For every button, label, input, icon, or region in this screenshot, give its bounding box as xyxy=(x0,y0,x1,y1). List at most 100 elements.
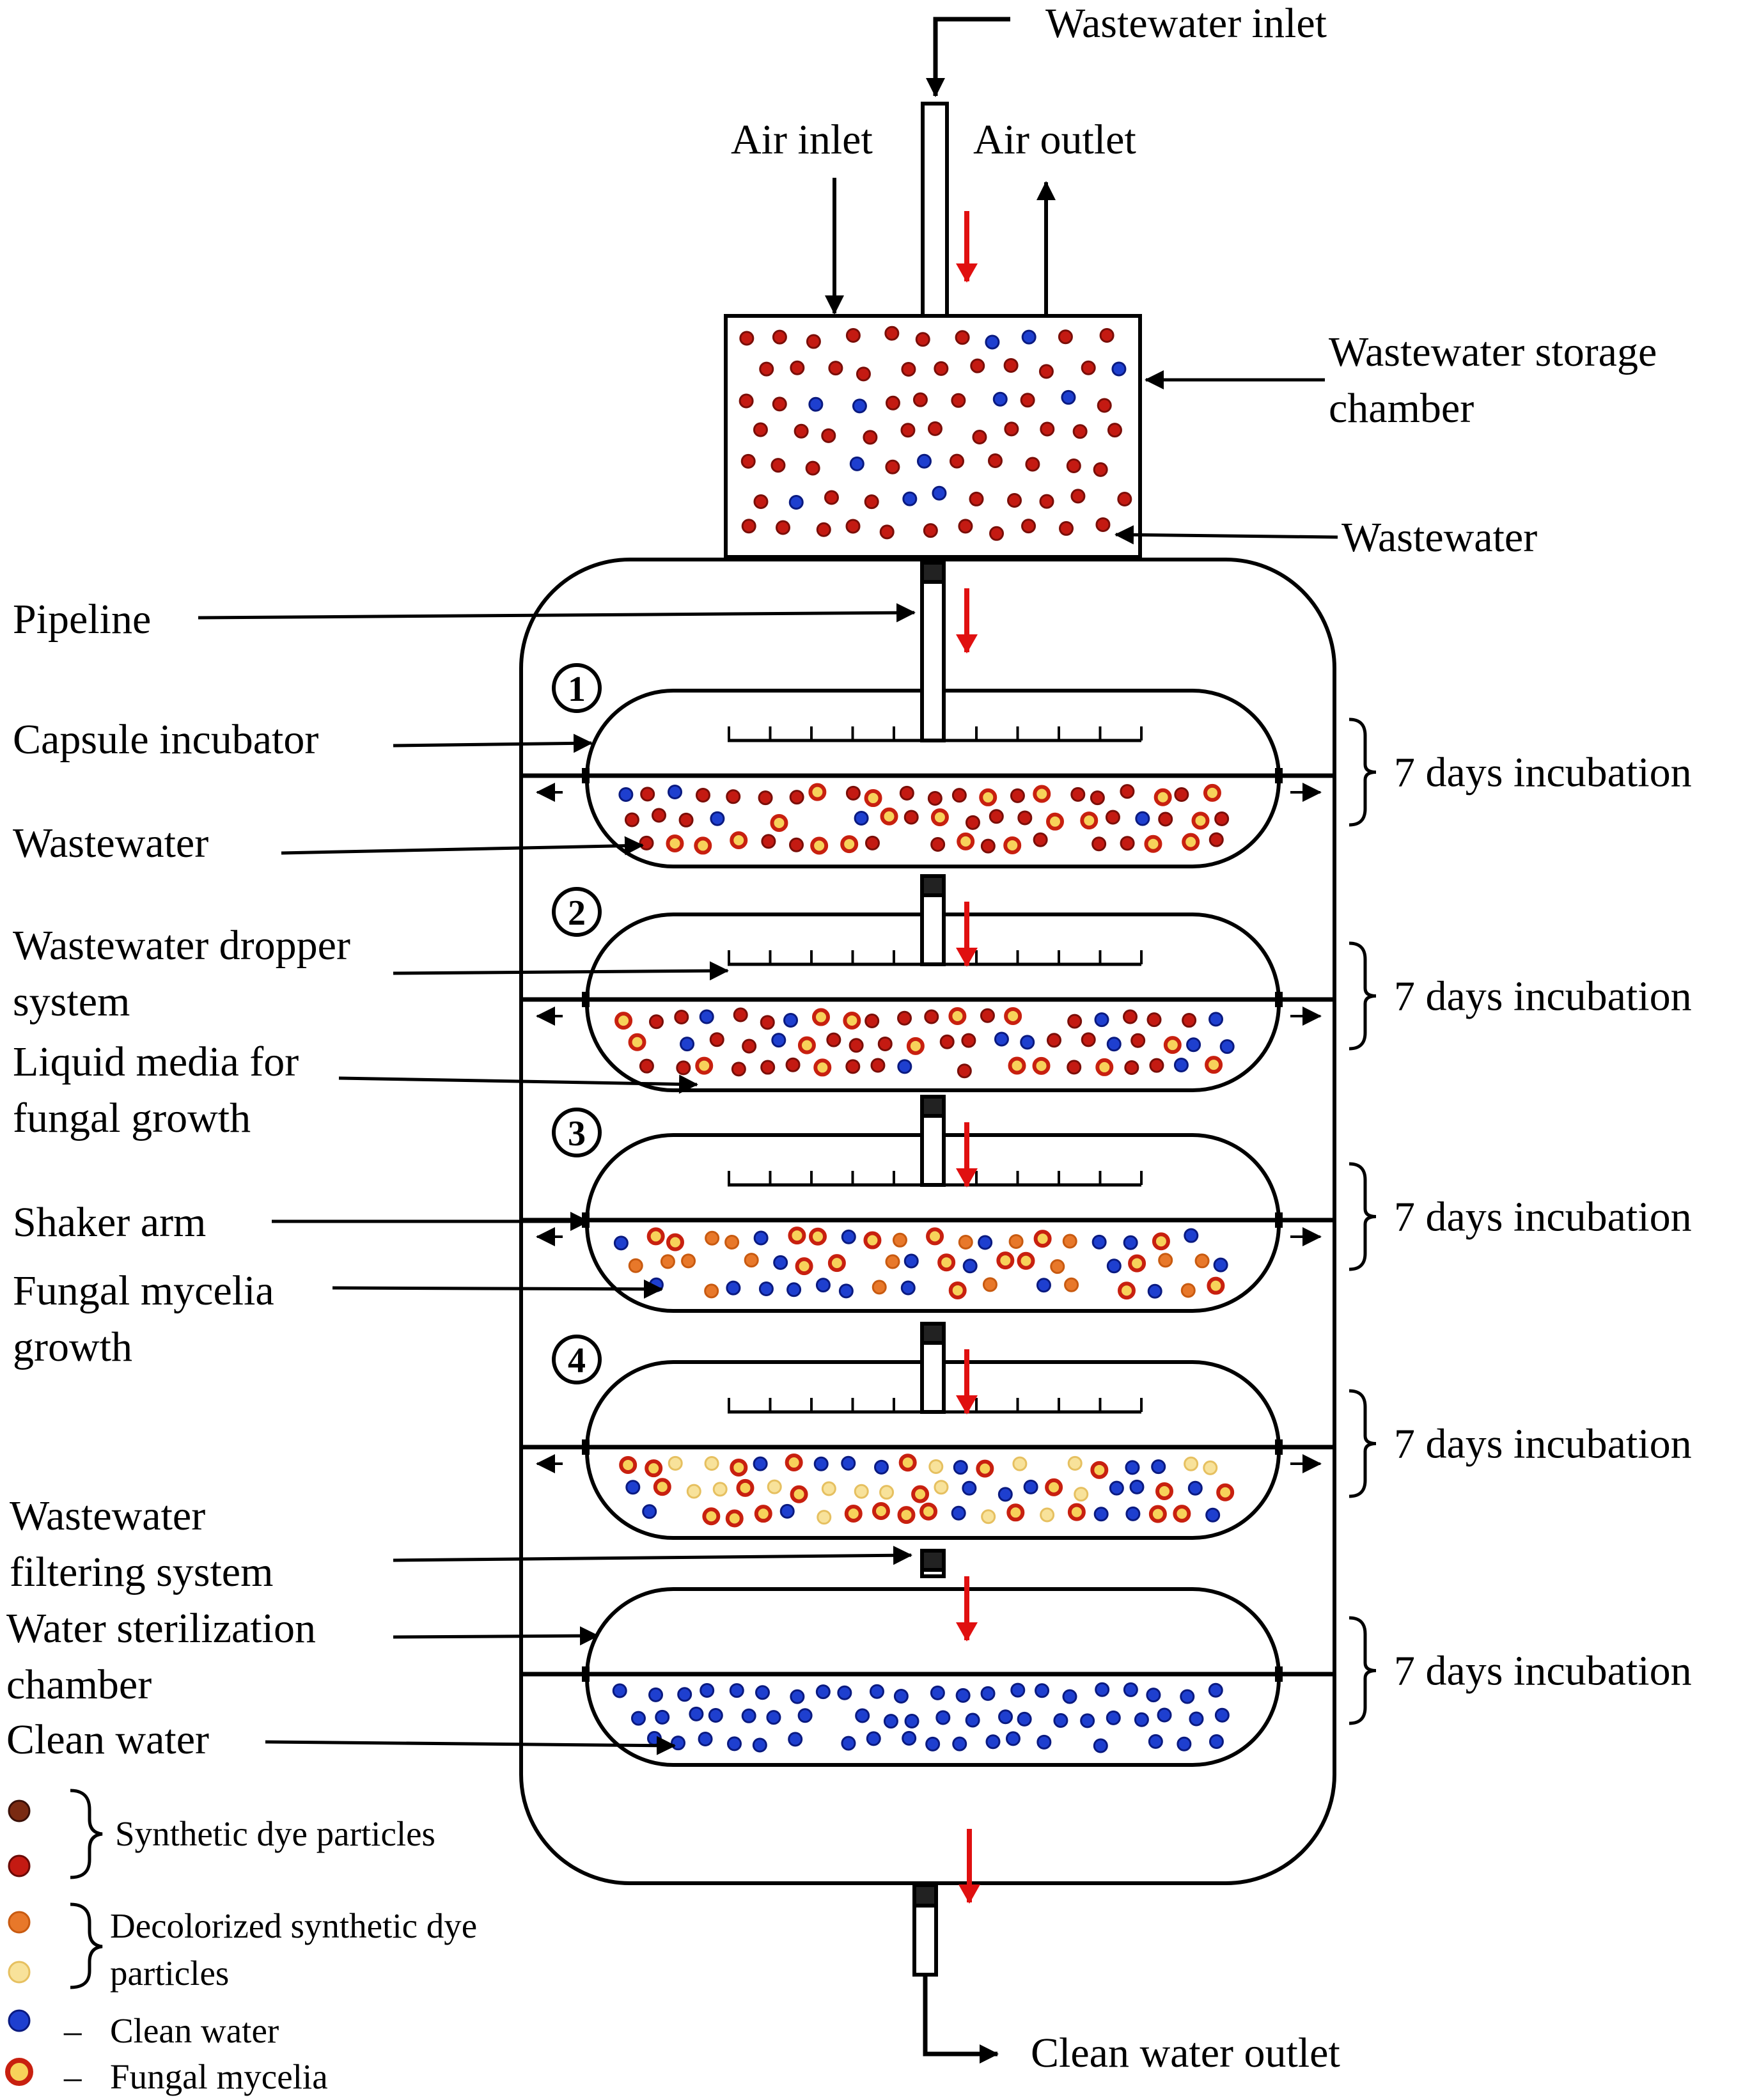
clean-water-outlet-label: Clean water outlet xyxy=(1031,2030,1340,2076)
fungal-mycelia-particle xyxy=(911,1485,930,1503)
clean-water-particle xyxy=(1208,1682,1223,1698)
fungal-mycelia-particle xyxy=(666,1233,684,1251)
clean-water-particle xyxy=(1020,1035,1035,1050)
clean-water-particle xyxy=(838,1283,854,1299)
legend-clean-water-label: Clean water xyxy=(110,2011,279,2050)
clean-water-particle xyxy=(925,1736,941,1751)
clean-water-particle xyxy=(753,1456,768,1471)
clean-water-particle xyxy=(1208,1012,1224,1027)
outlet-nozzle xyxy=(914,1885,936,1906)
fungal-mycelia-particle xyxy=(785,1454,803,1472)
synthetic-dye-particle xyxy=(897,1010,912,1026)
clean-water-particle xyxy=(897,1059,912,1074)
synthetic-dye-particle xyxy=(740,453,756,469)
outlet-pipe xyxy=(912,1904,938,1977)
liquid-media-label-line2: fungal growth xyxy=(13,1095,251,1141)
synthetic-dye-particle xyxy=(849,1038,864,1053)
incubation-label: 7 days incubation xyxy=(1394,1194,1692,1241)
decolorized-dye-particle xyxy=(686,1484,701,1499)
decolorized-dye-particle xyxy=(854,1484,869,1499)
pipeline xyxy=(920,1341,946,1414)
synthetic-dye-particle xyxy=(901,362,916,377)
clean-water-particle xyxy=(1005,1731,1021,1746)
clean-water-particle xyxy=(1219,1039,1235,1054)
clean-water-particle xyxy=(771,1033,786,1048)
clean-water-particle xyxy=(773,1255,788,1270)
fungal-mycelia-particle xyxy=(863,1231,882,1250)
fungal-mycelia-particle xyxy=(906,1037,925,1055)
fungal-mycelia-particle xyxy=(1128,1254,1146,1273)
stage-number-circle xyxy=(552,663,602,713)
mycelia-label-line2: growth xyxy=(13,1324,132,1370)
fungal-mycelia-particle xyxy=(795,1257,813,1276)
fungal-mycelia-particle xyxy=(840,835,859,854)
synthetic-dye-particle xyxy=(760,1015,775,1030)
clean-water-particle xyxy=(808,396,824,412)
synthetic-dye-particle xyxy=(845,785,861,801)
synthetic-dye-particle xyxy=(1010,788,1025,803)
decolorized-dye-particle xyxy=(1040,1507,1055,1523)
synthetic-dye-particle xyxy=(899,785,914,801)
synthetic-dye-particle xyxy=(856,366,871,382)
filter-nozzle xyxy=(922,876,944,895)
legend-dash-mycelia: – xyxy=(63,2057,82,2096)
fungal-mycelia-particle xyxy=(976,1459,994,1478)
decolorized-dye-particle xyxy=(1158,1253,1173,1268)
fungal-mycelia-particle xyxy=(797,1036,816,1054)
clean-water-particle xyxy=(618,787,634,802)
fungal-mycelia-particle xyxy=(614,1012,633,1030)
clean-water-particle xyxy=(902,1730,917,1746)
synthetic-dye-particle xyxy=(739,331,755,346)
clean-water-particle xyxy=(1205,1507,1221,1523)
stage-number: 4 xyxy=(568,1341,586,1381)
synthetic-dye-particle xyxy=(1066,458,1081,473)
decolorized-dye-particle xyxy=(1180,1283,1196,1298)
synthetic-dye-particle xyxy=(1182,1013,1197,1028)
decolorized-dye-particle xyxy=(879,1485,895,1500)
fungal-mycelia-particle xyxy=(948,1281,967,1299)
wastewater-inlet-label: Wastewater inlet xyxy=(1045,0,1327,47)
synthetic-dye-particle xyxy=(1097,398,1112,413)
fungal-mycelia-particle xyxy=(1144,835,1162,853)
clean-water-particle xyxy=(997,1487,1013,1502)
clean-water-particle xyxy=(1213,1257,1228,1273)
clean-water-particle xyxy=(1106,1710,1121,1725)
shaker-clamp-left xyxy=(582,1666,590,1682)
decolorized-dye-particle xyxy=(1008,1234,1024,1249)
fungal-mycelia-particle xyxy=(1008,1056,1026,1075)
legend-brace-dye xyxy=(70,1789,103,1879)
clean-water-particle xyxy=(1177,1736,1192,1751)
clean-water-particle xyxy=(935,1710,951,1725)
synthetic-dye-particle xyxy=(989,809,1004,824)
synthetic-dye-particle xyxy=(1067,1014,1083,1029)
synthetic-dye-particle xyxy=(1058,329,1073,345)
clean-water-particle xyxy=(755,1685,770,1700)
synthetic-dye-particle xyxy=(806,334,821,349)
clean-water-particle xyxy=(758,1281,774,1297)
clean-water-particle xyxy=(1208,1734,1224,1749)
synthetic-dye-particle xyxy=(951,788,967,803)
incubation-label: 7 days incubation xyxy=(1394,749,1692,796)
sterilization-label-line1: Water sterilization xyxy=(6,1605,316,1652)
clean-water-particle xyxy=(1095,1682,1110,1697)
fungal-mycelia-particle xyxy=(730,1458,748,1477)
stage-number-circle xyxy=(552,887,602,937)
synthetic-dye-particle xyxy=(651,808,666,823)
clean-water-particle xyxy=(797,1708,813,1723)
synthetic-dye-particle xyxy=(1020,393,1035,408)
synthetic-dye-particle xyxy=(1003,357,1019,373)
decolorized-dye-particle xyxy=(982,1277,997,1292)
synthetic-dye-particle xyxy=(864,1013,880,1028)
synthetic-dye-particle xyxy=(821,428,836,443)
synthetic-dye-particle xyxy=(772,396,787,412)
fungal-mycelia-particle xyxy=(926,1227,944,1246)
storage-chamber-label-line1: Wastewater storage xyxy=(1329,329,1657,375)
clean-water-particle xyxy=(1080,1713,1095,1728)
shaker-clamp-right xyxy=(1275,1439,1283,1455)
fungal-mycelia-particle xyxy=(843,1011,861,1030)
decolorized-dye-particle xyxy=(724,1234,740,1250)
synthetic-dye-particle xyxy=(958,519,973,534)
clean-water-particle xyxy=(726,1736,742,1751)
decolorized-dye-particle xyxy=(1062,1234,1077,1249)
fungal-mycelia-particle xyxy=(872,1502,890,1521)
